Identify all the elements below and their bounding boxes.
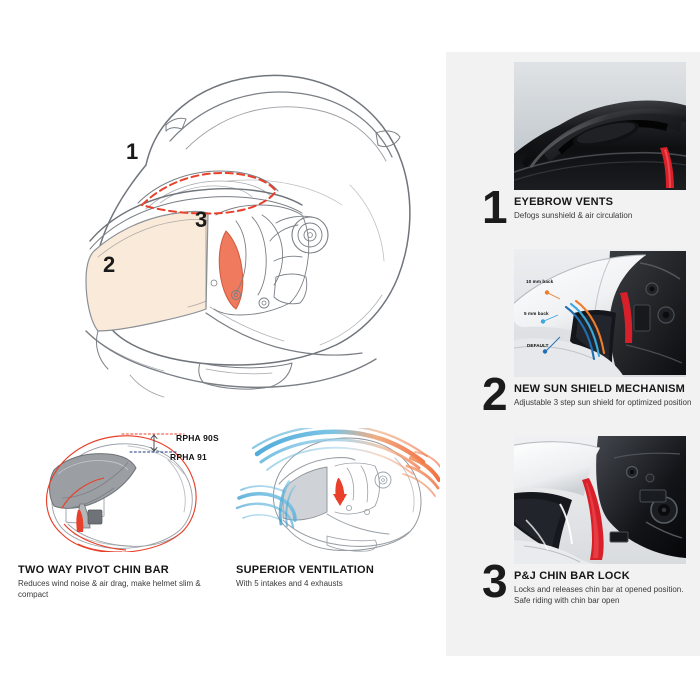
feature-1-number: 1 [482, 181, 508, 233]
hero-helmet-illustration [20, 45, 440, 405]
feature-3-text: P&J CHIN BAR LOCK Locks and releases chi… [514, 570, 700, 607]
hero-callout-1: 1 [126, 139, 139, 164]
ventilation-diagram [235, 428, 440, 552]
hero-callout-3: 3 [195, 207, 208, 232]
eyebrow-vents-photo [514, 62, 686, 190]
ventilation-diagram-svg [235, 428, 440, 552]
feature-3-number: 3 [482, 555, 508, 607]
feature-3-desc: Locks and releases chin bar at opened po… [514, 585, 684, 605]
feature-2-text: NEW SUN SHIELD MECHANISM Adjustable 3 st… [514, 383, 700, 409]
sun-shield-label-10mm: 10 mm back [526, 279, 554, 284]
ventilation-caption-title: SUPERIOR VENTILATION [236, 564, 375, 576]
feature-1-title: EYEBROW VENTS [514, 196, 614, 208]
chin-bar-caption-title: TWO WAY PIVOT CHIN BAR [18, 564, 169, 576]
feature-1-text: EYEBROW VENTS Defogs sunshield & air cir… [514, 196, 700, 222]
hero-helmet-svg [85, 74, 411, 398]
sun-shield-label-5mm: 5 mm back [524, 311, 549, 316]
feature-3-title: P&J CHIN BAR LOCK [514, 570, 630, 582]
feature-3-body: 3 P&J CHIN BAR LOCK Locks and releases c… [482, 558, 700, 620]
chin-bar-diagram-svg [46, 433, 197, 552]
feature-2-desc: Adjustable 3 step sun shield for optimiz… [514, 398, 692, 408]
chin-bar-lock-photo [514, 436, 686, 564]
sun-shield-photo: 10 mm back 5 mm back DEFAULT [514, 249, 686, 377]
feature-1-desc: Defogs sunshield & air circulation [514, 211, 633, 221]
ventilation-caption-desc: With 5 intakes and 4 exhausts [236, 579, 343, 589]
caption-superior-ventilation: SUPERIOR VENTILATION With 5 intakes and … [236, 564, 436, 590]
feature-2-title: NEW SUN SHIELD MECHANISM [514, 383, 686, 395]
chin-bar-caption-desc: Reduces wind noise & air drag, make helm… [18, 579, 201, 599]
rpha-91-label: RPHA 91 [170, 452, 207, 462]
chin-bar-diagram [18, 424, 233, 552]
feature-2-body: 2 NEW SUN SHIELD MECHANISM Adjustable 3 … [482, 371, 700, 433]
features-panel: 1 EYEBROW VENTS Defogs sunshield & air c… [446, 52, 700, 656]
hero-callout-2: 2 [103, 252, 116, 277]
caption-two-way-pivot-chin-bar: TWO WAY PIVOT CHIN BAR Reduces wind nois… [18, 564, 218, 601]
sun-shield-label-default: DEFAULT [527, 343, 549, 348]
feature-1-body: 1 EYEBROW VENTS Defogs sunshield & air c… [482, 184, 700, 246]
rpha-90s-label: RPHA 90S [176, 433, 219, 443]
feature-2-number: 2 [482, 368, 508, 420]
